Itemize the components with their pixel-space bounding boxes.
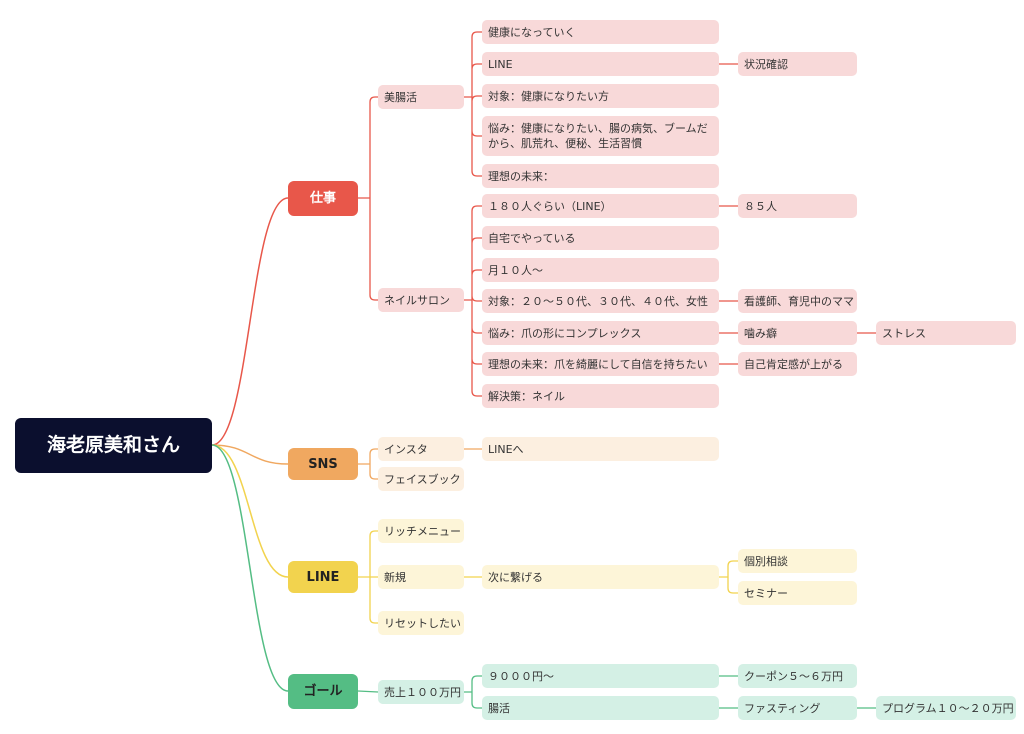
link-goal-items	[464, 675, 484, 709]
line-item-grandchild[interactable]: 個別相談	[738, 549, 857, 573]
goal-item-child[interactable]: クーポン５〜６万円	[738, 664, 857, 688]
nail-item-grandchild[interactable]: ストレス	[876, 321, 1016, 345]
branch-sns[interactable]: SNS	[288, 448, 358, 480]
link-sns-items	[358, 448, 382, 480]
link-root-sns	[211, 444, 289, 465]
root-node[interactable]: 海老原美和さん	[15, 418, 212, 473]
nail-item-child[interactable]: 噛み癖	[738, 321, 857, 345]
biyokatsu-item[interactable]: 理想の未来：	[482, 164, 719, 188]
goal-sales[interactable]: 売上１００万円	[378, 680, 464, 704]
work-biyokatsu[interactable]: 美腸活	[378, 85, 464, 109]
biyokatsu-item[interactable]: 対象：健康になりたい方	[482, 84, 719, 108]
biyokatsu-item-child[interactable]: 状況確認	[738, 52, 857, 76]
link-root-goal	[211, 444, 289, 692]
nail-item-child[interactable]: 自己肯定感が上がる	[738, 352, 857, 376]
link-line-items	[358, 530, 382, 624]
sns-item[interactable]: フェイスブック	[378, 467, 464, 491]
line-item[interactable]: リセットしたい	[378, 611, 464, 635]
nail-item-child[interactable]: ８５人	[738, 194, 857, 218]
nail-item[interactable]: 月１０人〜	[482, 258, 719, 282]
biyokatsu-item[interactable]: LINE	[482, 52, 719, 76]
biyokatsu-item[interactable]: 健康になっていく	[482, 20, 719, 44]
line-item[interactable]: 新規	[378, 565, 464, 589]
link-line-grandchildren	[719, 560, 740, 594]
nail-item[interactable]: 自宅でやっている	[482, 226, 719, 250]
nail-item[interactable]: 理想の未来：爪を綺麗にして自信を持ちたい	[482, 352, 719, 376]
line-item-child[interactable]: 次に繋げる	[482, 565, 719, 589]
link-root-work	[211, 197, 289, 446]
biyokatsu-item[interactable]: 悩み：健康になりたい、腸の病気、ブームだから、肌荒れ、便秘、生活習慣	[482, 116, 719, 156]
branch-work[interactable]: 仕事	[288, 181, 358, 216]
branch-goal[interactable]: ゴール	[288, 674, 358, 709]
link-biyokatsu-items	[464, 31, 484, 177]
goal-item-grandchild[interactable]: プログラム１０〜２０万円	[876, 696, 1016, 720]
branch-line[interactable]: LINE	[288, 561, 358, 593]
nail-item[interactable]: 悩み：爪の形にコンプレックス	[482, 321, 719, 345]
nail-item[interactable]: 対象：２０〜５０代、３０代、４０代、女性	[482, 289, 719, 313]
sns-item-child[interactable]: LINEへ	[482, 437, 719, 461]
goal-item[interactable]: 腸活	[482, 696, 719, 720]
link-nail-items	[464, 205, 484, 397]
goal-item[interactable]: ９０００円〜	[482, 664, 719, 688]
nail-item[interactable]: １８０人ぐらい（LINE）	[482, 194, 719, 218]
nail-item-child[interactable]: 看護師、育児中のママ	[738, 289, 857, 313]
goal-item-child[interactable]: ファスティング	[738, 696, 857, 720]
line-item-grandchild[interactable]: セミナー	[738, 581, 857, 605]
sns-item[interactable]: インスタ	[378, 437, 464, 461]
nail-item[interactable]: 解決策：ネイル	[482, 384, 719, 408]
link-goal-sales	[357, 690, 379, 693]
work-nail-salon[interactable]: ネイルサロン	[378, 288, 464, 312]
line-item[interactable]: リッチメニュー	[378, 519, 464, 543]
link-root-line	[211, 444, 289, 578]
link-work-sub	[358, 96, 382, 301]
